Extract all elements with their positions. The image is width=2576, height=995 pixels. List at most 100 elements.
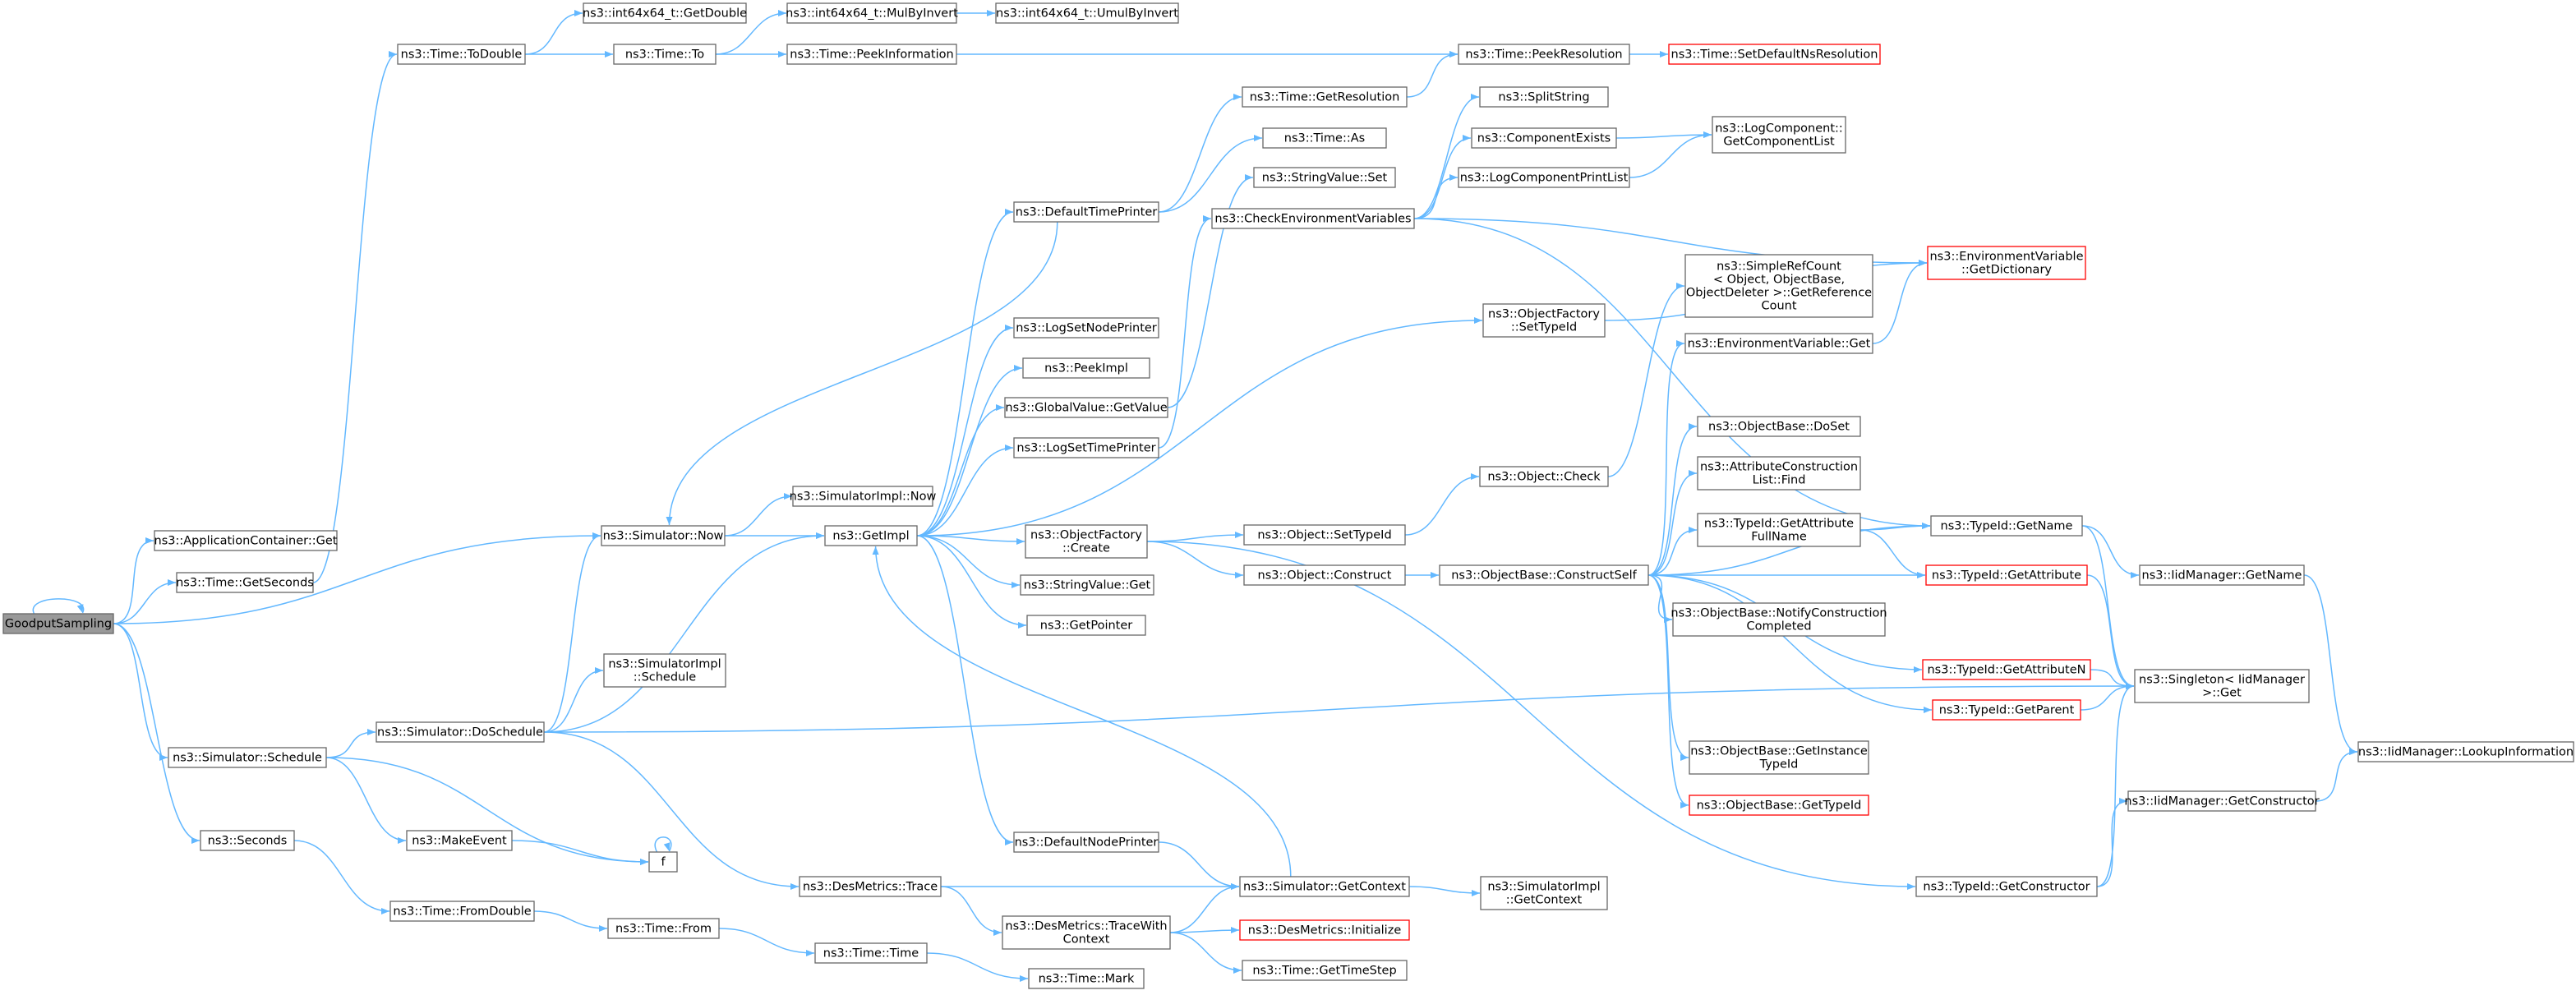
edge-sim-getcontext-to-getimpl	[874, 546, 1292, 878]
node-appcontainer-get[interactable]: ns3::ApplicationContainer::Get	[154, 530, 338, 551]
node-box	[1002, 915, 1171, 950]
node-sim-schedule[interactable]: ns3::Simulator::Schedule	[168, 747, 327, 768]
node-time-gettimestep[interactable]: ns3::Time::GetTimeStep	[1242, 960, 1408, 981]
node-int64-getdouble[interactable]: ns3::int64x64_t::GetDouble	[583, 2, 747, 24]
call-edges	[32, 10, 2358, 982]
node-sim-getcontext[interactable]: ns3::Simulator::GetContext	[1239, 876, 1410, 897]
node-makeevent[interactable]: ns3::MakeEvent	[406, 830, 513, 851]
node-stringvalue-set[interactable]: ns3::StringValue::Set	[1253, 167, 1396, 188]
node-getpointer[interactable]: ns3::GetPointer	[1026, 615, 1146, 636]
edge-getimpl-to-getpointer-arrowhead	[1018, 622, 1026, 629]
node-box	[1922, 659, 2091, 680]
node-object-check[interactable]: ns3::Object::Check	[1479, 466, 1609, 487]
node-desmetrics-initialize[interactable]: ns3::DesMetrics::Initialize	[1239, 919, 1410, 941]
edge-sim-doschedule-to-getimpl	[543, 535, 825, 733]
node-envvar-get[interactable]: ns3::EnvironmentVariable::Get	[1684, 333, 1873, 354]
node-label: ns3::PeekImpl	[1044, 362, 1128, 375]
node-sim-now[interactable]: ns3::Simulator::Now	[601, 525, 726, 546]
node-box	[1211, 208, 1415, 229]
node-getimpl[interactable]: ns3::GetImpl	[824, 525, 918, 546]
node-defaultnodeprinter[interactable]: ns3::DefaultNodePrinter	[1013, 831, 1159, 853]
edge-checkenvvars-to-splitstring-arrowhead	[1471, 94, 1479, 100]
node-iidmanager-getconstructor[interactable]: ns3::IidManager::GetConstructor	[2124, 790, 2320, 812]
node-simimpl-getcontext[interactable]: ns3::SimulatorImpl::GetContext	[1480, 876, 1608, 910]
node-componentexists[interactable]: ns3::ComponentExists	[1471, 127, 1617, 149]
node-singleton-get[interactable]: ns3::Singleton< IidManager>::Get	[2134, 669, 2310, 703]
node-int64-umulbyinvert[interactable]: ns3::int64x64_t::UmulByInvert	[995, 2, 1179, 24]
node-time-todouble[interactable]: ns3::Time::ToDouble	[397, 44, 526, 65]
edge-getimpl-to-objfactory-settypeid-arrowhead	[1474, 317, 1482, 324]
edge-makeevent-to-f	[511, 840, 649, 863]
node-box	[2357, 741, 2574, 762]
node-time-getseconds[interactable]: ns3::Time::GetSeconds	[176, 572, 314, 593]
node-int64-mulbyinvert[interactable]: ns3::int64x64_t::MulByInvert	[786, 2, 958, 24]
node-simimpl-schedule[interactable]: ns3::SimulatorImpl::Schedule	[603, 653, 726, 688]
node-sim-doschedule[interactable]: ns3::Simulator::DoSchedule	[376, 721, 545, 743]
node-typeid-getattributen[interactable]: ns3::TypeId::GetAttributeN	[1922, 659, 2091, 680]
node-time-to[interactable]: ns3::Time::To	[613, 44, 717, 65]
node-seconds[interactable]: ns3::Seconds	[200, 830, 295, 851]
node-desmetrics-trace[interactable]: ns3::DesMetrics::Trace	[799, 876, 942, 897]
node-label: FullName	[1751, 530, 1807, 543]
node-typeid-getattribute[interactable]: ns3::TypeId::GetAttribute	[1925, 564, 2088, 586]
node-objfactory-create[interactable]: ns3::ObjectFactory::Create	[1025, 524, 1148, 559]
node-logsetnodeprinter[interactable]: ns3::LogSetNodePrinter	[1013, 317, 1159, 339]
node-logsettimeprinter[interactable]: ns3::LogSetTimePrinter	[1013, 437, 1159, 458]
edge-componentexists-to-logcomponent-getlist	[1615, 134, 1712, 139]
node-globalvalue-getvalue[interactable]: ns3::GlobalValue::GetValue	[1004, 397, 1168, 418]
node-envvar-getdictionary[interactable]: ns3::EnvironmentVariable::GetDictionary	[1927, 246, 2086, 280]
node-iidmanager-getname[interactable]: ns3::IidManager::GetName	[2139, 564, 2305, 586]
node-objbase-gettypeid[interactable]: ns3::ObjectBase::GetTypeId	[1689, 795, 1869, 816]
node-goodputsampling[interactable]: GoodputSampling	[2, 613, 114, 634]
node-typeid-getname[interactable]: ns3::TypeId::GetName	[1930, 515, 2083, 537]
node-checkenvvars[interactable]: ns3::CheckEnvironmentVariables	[1211, 208, 1415, 229]
node-peekimpl[interactable]: ns3::PeekImpl	[1022, 357, 1150, 379]
node-defaulttimeprinter[interactable]: ns3::DefaultTimePrinter	[1013, 201, 1159, 223]
node-typeid-getparent[interactable]: ns3::TypeId::GetParent	[1932, 699, 2081, 721]
node-time-peekinformation[interactable]: ns3::Time::PeekInformation	[786, 44, 957, 65]
node-simimpl-now[interactable]: ns3::SimulatorImpl::Now	[790, 486, 937, 507]
edge-time-to-to-int64-mulbyinvert	[715, 12, 787, 55]
node-simplerefcount[interactable]: ns3::SimpleRefCount< Object, ObjectBase,…	[1684, 254, 1873, 318]
node-box	[1013, 317, 1159, 339]
edge-objbase-constructself-to-objbase-doset-arrowhead	[1689, 423, 1697, 430]
node-box	[2, 613, 114, 634]
node-objbase-doset[interactable]: ns3::ObjectBase::DoSet	[1697, 416, 1861, 437]
node-time-mark[interactable]: ns3::Time::Mark	[1028, 968, 1145, 989]
edge-checkenvvars-to-splitstring	[1413, 96, 1480, 219]
edge-time-getresolution-to-time-peekresolution	[1406, 53, 1459, 98]
node-objbase-constructself[interactable]: ns3::ObjectBase::ConstructSelf	[1439, 564, 1649, 586]
edge-typeid-getname-to-iidmanager-getname	[2081, 525, 2140, 576]
edge-defaulttimeprinter-to-time-as	[1158, 137, 1263, 213]
node-time-fromdouble[interactable]: ns3::Time::FromDouble	[389, 901, 535, 922]
node-stringvalue-get[interactable]: ns3::StringValue::Get	[1020, 574, 1154, 596]
node-time-peekresolution[interactable]: ns3::Time::PeekResolution	[1458, 44, 1630, 65]
node-f[interactable]: f	[648, 851, 678, 873]
edge-objfactory-create-to-object-settypeid	[1146, 534, 1244, 542]
node-label: ns3::DesMetrics::Initialize	[1248, 924, 1402, 937]
node-objfactory-settypeid[interactable]: ns3::ObjectFactory::SetTypeId	[1482, 303, 1606, 338]
edge-object-settypeid-to-object-check-arrowhead	[1471, 473, 1479, 480]
node-typeid-getconstructor[interactable]: ns3::TypeId::GetConstructor	[1915, 876, 2098, 897]
node-box	[200, 830, 295, 851]
node-object-construct[interactable]: ns3::Object::Construct	[1243, 564, 1406, 586]
node-label: GetComponentList	[1723, 135, 1835, 148]
node-iidmanager-lookupinfo[interactable]: ns3::IidManager::LookupInformation	[2357, 741, 2574, 762]
node-label: ns3::CheckEnvironmentVariables	[1214, 212, 1411, 225]
node-box	[603, 653, 726, 688]
node-time-setdefaultnsres[interactable]: ns3::Time::SetDefaultNsResolution	[1668, 44, 1881, 65]
node-objbase-notifyconstruction[interactable]: ns3::ObjectBase::NotifyConstructionCompl…	[1670, 602, 1887, 637]
node-time-getresolution[interactable]: ns3::Time::GetResolution	[1242, 86, 1408, 108]
node-logcomponentprintlist[interactable]: ns3::LogComponentPrintList	[1458, 167, 1630, 188]
node-time-as[interactable]: ns3::Time::As	[1262, 127, 1387, 149]
node-time-from[interactable]: ns3::Time::From	[607, 918, 720, 939]
node-time-time[interactable]: ns3::Time::Time	[814, 942, 928, 964]
node-logcomponent-getlist[interactable]: ns3::LogComponent::GetComponentList	[1712, 116, 1846, 154]
node-object-settypeid[interactable]: ns3::Object::SetTypeId	[1243, 524, 1406, 546]
node-box	[1471, 127, 1617, 149]
node-splitstring[interactable]: ns3::SplitString	[1479, 86, 1609, 108]
